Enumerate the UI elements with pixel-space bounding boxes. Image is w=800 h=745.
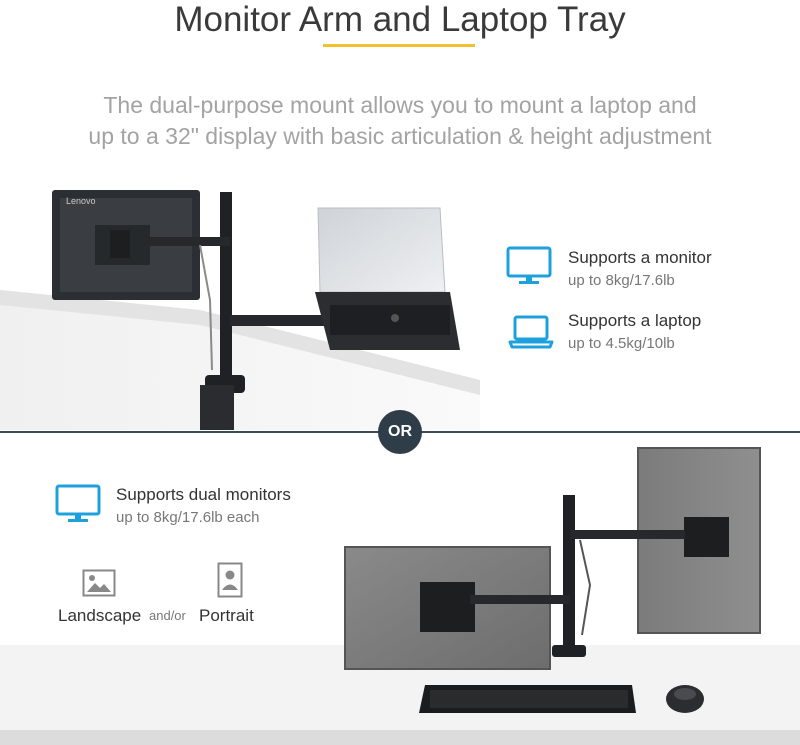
landscape-image-icon [82, 569, 116, 597]
feature-laptop-sub: up to 4.5kg/10lb [568, 335, 675, 352]
dual-monitor-photo [0, 447, 800, 745]
monitor-brand-label: Lenovo [66, 196, 96, 206]
monitor-icon [506, 246, 552, 284]
subtitle-line-2: up to a 32" display with basic articulat… [88, 123, 712, 149]
feature-monitor-sub: up to 8kg/17.6lb [568, 272, 675, 289]
or-badge: OR [378, 410, 422, 454]
orientation-separator: and/or [149, 608, 186, 623]
subtitle-line-1: The dual-purpose mount allows you to mou… [103, 92, 697, 118]
title-underline [323, 44, 475, 47]
monitor-icon [55, 484, 101, 522]
portrait-person-icon [217, 562, 243, 598]
feature-dual-title: Supports dual monitors [116, 485, 291, 504]
page-subtitle: The dual-purpose mount allows you to mou… [60, 90, 740, 152]
feature-monitor-title: Supports a monitor [568, 248, 712, 267]
laptop-icon [508, 315, 554, 349]
portrait-label: Portrait [199, 606, 254, 625]
landscape-label: Landscape [58, 606, 142, 625]
feature-dual-sub: up to 8kg/17.6lb each [116, 509, 260, 526]
page-title: Monitor Arm and Laptop Tray [174, 0, 626, 39]
feature-laptop-title: Supports a laptop [568, 311, 702, 330]
monitor-laptop-photo: Lenovo [0, 180, 480, 430]
